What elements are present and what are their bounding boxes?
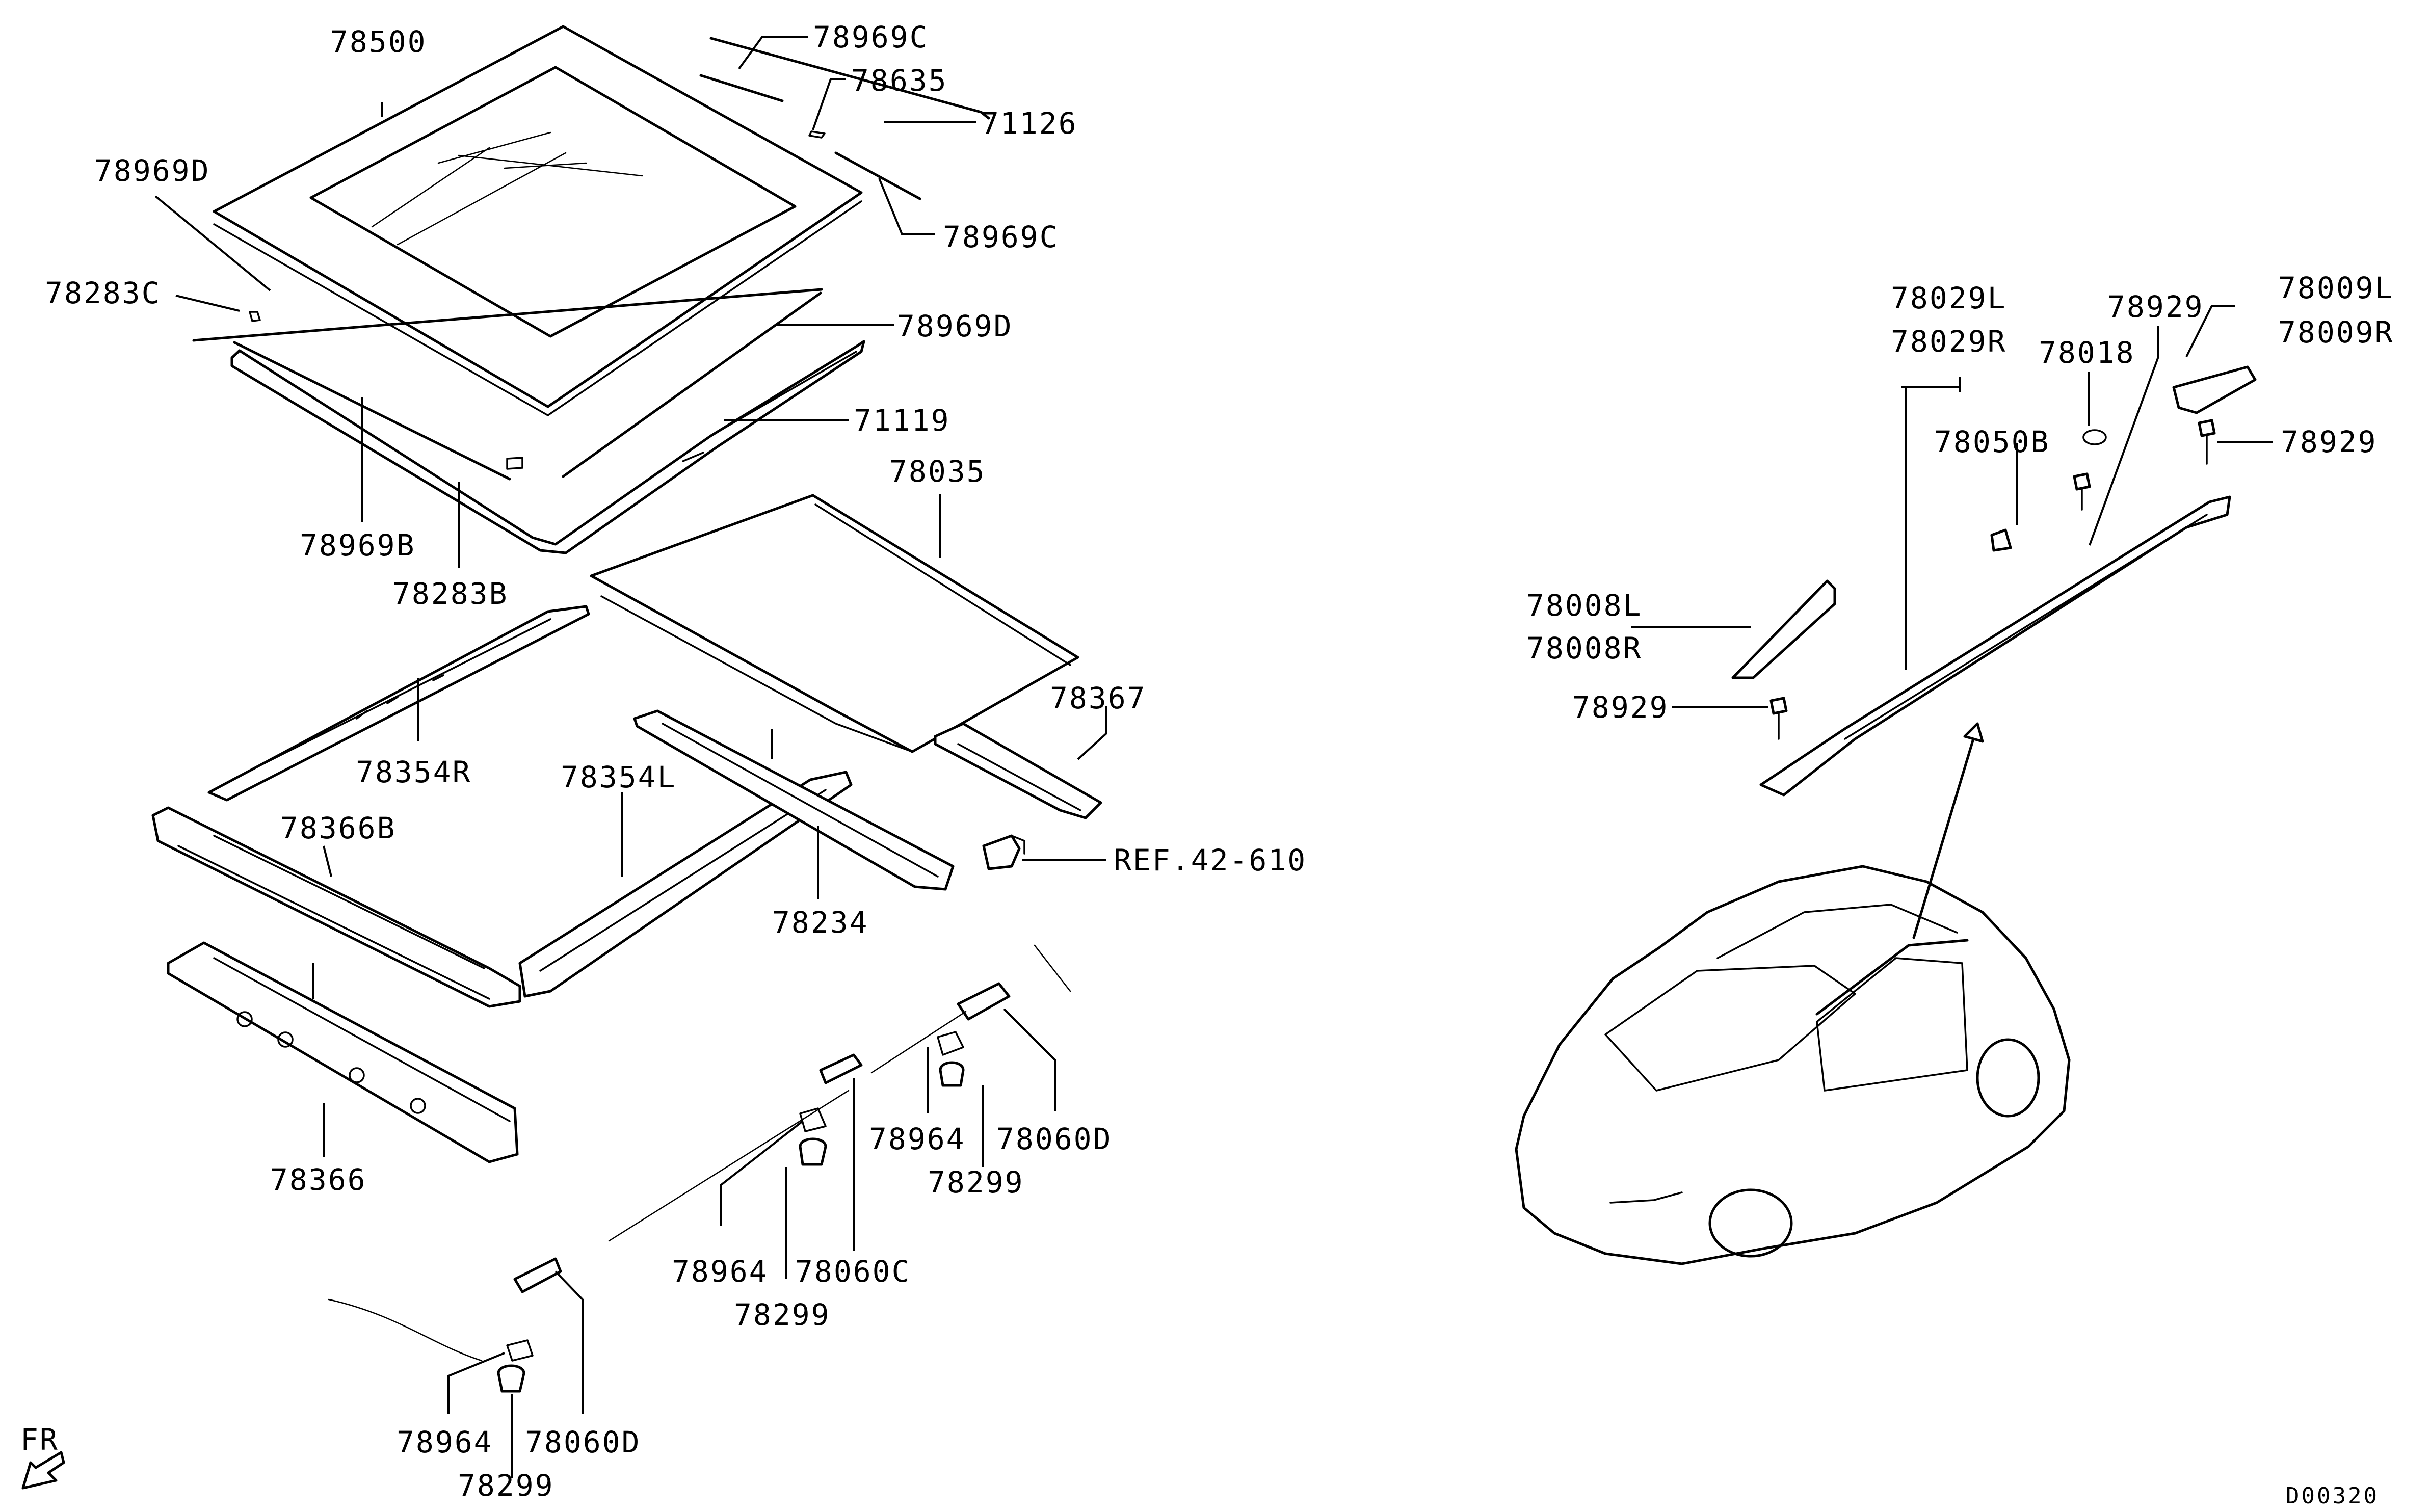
label-78060D-b: 78060D (525, 1425, 641, 1460)
label-78035: 78035 (889, 454, 986, 489)
label-78354L: 78354L (561, 760, 677, 794)
vehicle-illustration (1515, 865, 2071, 1265)
front-header-78366B (151, 806, 521, 1008)
label-78929-left: 78929 (1572, 690, 1669, 725)
label-78366: 78366 (270, 1162, 367, 1197)
label-71119: 71119 (854, 403, 950, 438)
label-78969C-mid: 78969C (943, 220, 1059, 254)
label-78929-right: 78929 (2281, 425, 2378, 459)
label-78029L: 78029L (1891, 281, 2007, 315)
label-78050B: 78050B (1934, 425, 2050, 459)
label-78354R: 78354R (356, 755, 472, 789)
label-78283C: 78283C (45, 276, 161, 310)
label-71126: 71126 (981, 106, 1078, 141)
label-78367: 78367 (1050, 681, 1147, 715)
rear-header-78234 (633, 709, 955, 891)
label-78969D-right: 78969D (897, 309, 1013, 343)
roof-frame-weatherstrips (192, 288, 865, 554)
label-78029R: 78029R (1891, 324, 2007, 359)
label-78299-c: 78299 (458, 1468, 554, 1503)
label-ref-42-610: REF.42-610 (1114, 843, 1307, 878)
label-78964-b: 78964 (672, 1254, 769, 1289)
label-78008R: 78008R (1526, 631, 1643, 666)
headliner-78035 (590, 494, 1079, 753)
label-78009R: 78009R (2278, 315, 2394, 350)
label-78018: 78018 (2039, 335, 2135, 370)
label-78964-c: 78964 (397, 1425, 493, 1460)
label-78366B: 78366B (280, 811, 397, 845)
label-78060C: 78060C (795, 1254, 911, 1289)
label-78635: 78635 (851, 63, 948, 98)
roof-panel-78500 (213, 25, 863, 416)
clip-ref-42-610 (982, 834, 1025, 870)
label-78008L: 78008L (1526, 588, 1643, 623)
leader-lines (154, 36, 2273, 1478)
label-78969B: 78969B (300, 528, 416, 563)
front-reinforcement-78366 (167, 941, 519, 1163)
label-78283B: 78283B (392, 576, 509, 611)
label-78969D-left: 78969D (94, 153, 210, 188)
label-78964-a: 78964 (869, 1122, 966, 1156)
bracket-78367 (934, 722, 1102, 819)
label-78234: 78234 (772, 905, 869, 940)
label-78969C-top: 78969C (813, 20, 929, 55)
label-78299-a: 78299 (928, 1165, 1024, 1200)
label-78299-b: 78299 (734, 1297, 831, 1332)
label-78009L: 78009L (2278, 271, 2394, 305)
label-78060D-a: 78060D (996, 1122, 1113, 1156)
label-78929-top: 78929 (2107, 289, 2204, 324)
front-direction-arrow (21, 1451, 65, 1490)
roof-brackets-clips (328, 944, 1071, 1393)
roof-moulding-strips (699, 37, 990, 200)
roof-rail-78354R (207, 605, 590, 802)
roof-rail-78354L (518, 771, 853, 998)
direction-label: FR (20, 1422, 59, 1457)
label-78500: 78500 (330, 24, 427, 59)
roof-rail-assembly (1731, 365, 2257, 939)
drawing-code: D00320 (2286, 1483, 2379, 1509)
part-labels: 78500 78969C 78635 71126 78969C 78969D 7… (20, 20, 2394, 1509)
